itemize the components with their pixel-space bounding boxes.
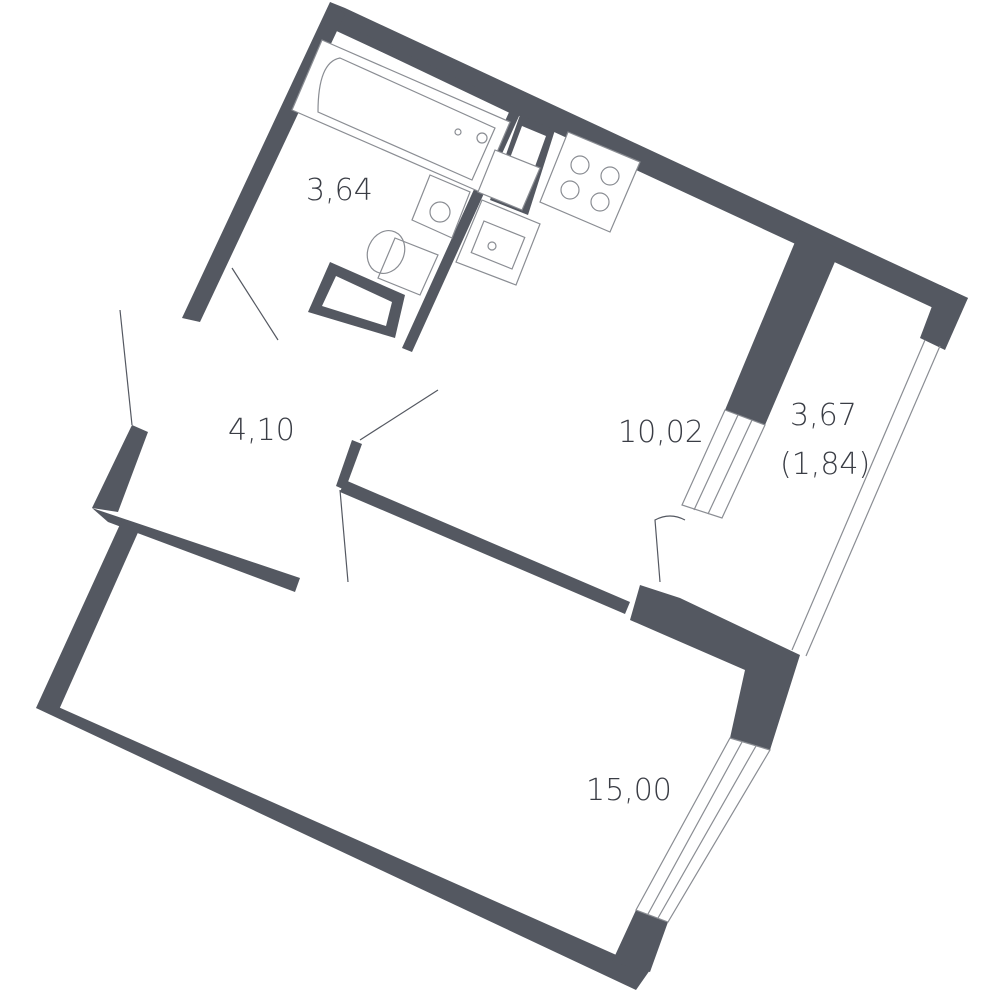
label-living-room-area: 15,00 <box>586 773 672 808</box>
wall-balcony-end <box>920 285 968 350</box>
kitchen-sink <box>455 199 541 286</box>
label-balcony-area: 3,67 <box>790 398 857 433</box>
stove <box>539 131 641 233</box>
wall-pillar-mid <box>630 585 800 750</box>
washing-machine <box>477 149 541 211</box>
wall-left-hall <box>92 425 148 512</box>
window-balcony <box>791 339 941 657</box>
wall-living-bottom <box>36 706 650 990</box>
bathtub <box>291 39 511 193</box>
toilet <box>366 230 439 296</box>
door-kitchen <box>359 389 439 441</box>
wall-pillar-kitchen <box>725 230 840 425</box>
wall-living-corner <box>612 910 668 972</box>
door-entrance <box>119 309 133 426</box>
door-bathroom <box>231 267 279 341</box>
window-living <box>635 737 771 923</box>
wall-kitchen-living <box>340 480 630 614</box>
wall-hall-bottom <box>92 508 300 592</box>
duct-inner <box>322 276 392 326</box>
door-living <box>339 489 349 583</box>
label-kitchen-area: 10,02 <box>618 415 704 450</box>
sink-bathroom <box>411 174 471 239</box>
window-kitchen <box>681 409 766 519</box>
label-hallway-area: 4,10 <box>228 413 295 448</box>
wall-bathroom-inner-top <box>342 25 520 116</box>
wall-hall-kitchen-stub <box>336 440 362 490</box>
label-balcony-reduced-area: (1,84) <box>780 447 870 482</box>
label-bathroom-area: 3,64 <box>306 173 373 208</box>
wall-living-left <box>36 520 140 712</box>
door-balcony <box>654 515 686 583</box>
